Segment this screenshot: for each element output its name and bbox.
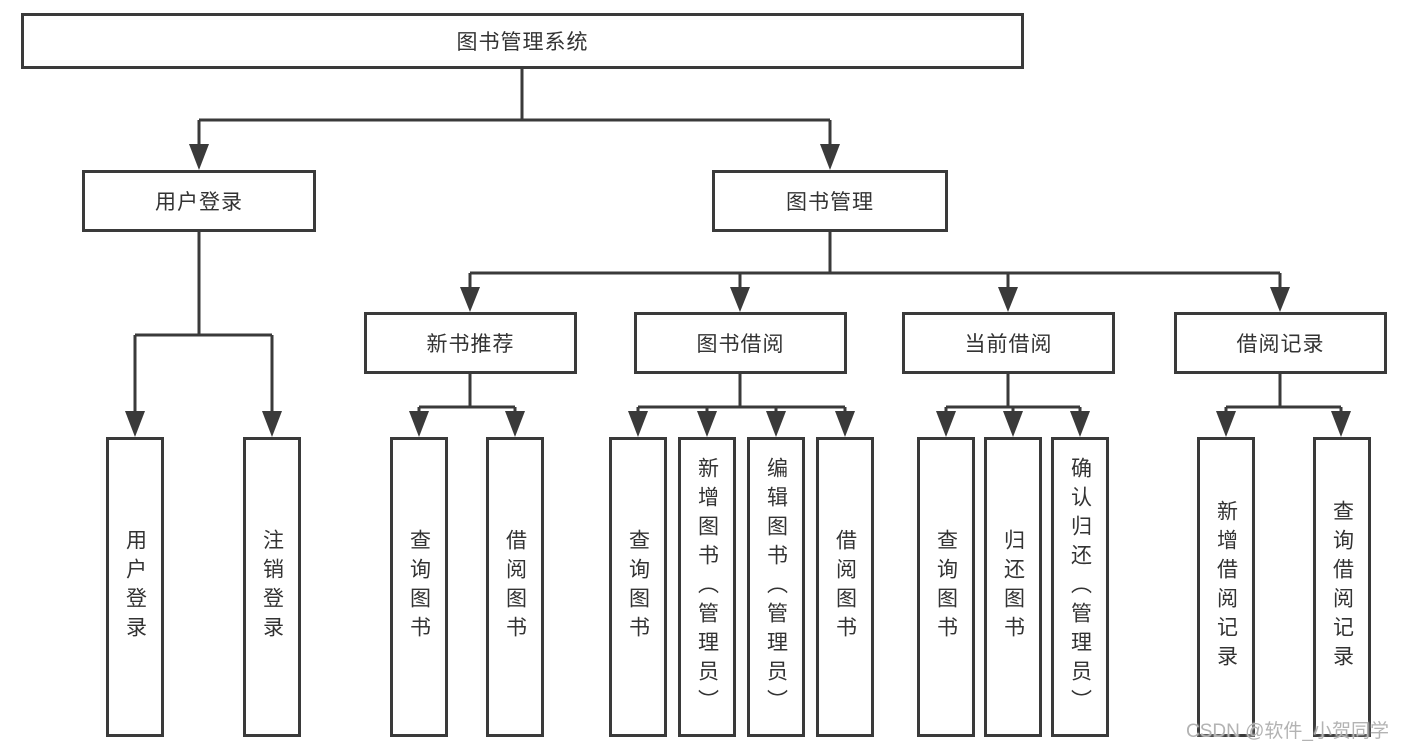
leaf-add-book-admin: 新增图书（管理员） bbox=[678, 437, 736, 737]
leaf-add-borrow-record-label: 新增借阅记录 bbox=[1214, 500, 1238, 674]
node-user-login: 用户登录 bbox=[82, 170, 316, 232]
node-new-book-recommend: 新书推荐 bbox=[364, 312, 577, 374]
leaf-logout-label: 注销登录 bbox=[260, 529, 284, 645]
leaf-add-book-admin-label: 新增图书（管理员） bbox=[695, 456, 719, 718]
connector-root-to-branches bbox=[189, 69, 840, 170]
leaf-confirm-return-admin-label: 确认归还（管理员） bbox=[1068, 456, 1092, 718]
leaf-borrow-query-books-label: 查询图书 bbox=[626, 529, 650, 645]
node-book-borrow-label: 图书借阅 bbox=[696, 333, 785, 356]
node-book-management: 图书管理 bbox=[712, 170, 948, 232]
leaf-logout: 注销登录 bbox=[243, 437, 301, 737]
node-root: 图书管理系统 bbox=[21, 13, 1024, 69]
node-user-login-label: 用户登录 bbox=[155, 191, 243, 214]
leaf-recommend-query-books-label: 查询图书 bbox=[407, 529, 431, 645]
leaf-current-query-books: 查询图书 bbox=[917, 437, 975, 737]
leaf-recommend-borrow-books-label: 借阅图书 bbox=[503, 529, 527, 645]
leaf-current-query-books-label: 查询图书 bbox=[934, 529, 958, 645]
node-root-label: 图书管理系统 bbox=[456, 31, 589, 54]
node-book-borrow: 图书借阅 bbox=[634, 312, 847, 374]
node-borrow-records-label: 借阅记录 bbox=[1236, 333, 1325, 356]
connector-book-borrow-to-leaves bbox=[628, 374, 855, 437]
csdn-watermark: CSDN @软件_小贺同学 bbox=[1186, 721, 1389, 742]
node-current-borrow-label: 当前借阅 bbox=[964, 333, 1053, 356]
node-borrow-records: 借阅记录 bbox=[1174, 312, 1387, 374]
leaf-confirm-return-admin: 确认归还（管理员） bbox=[1051, 437, 1109, 737]
connector-user-login-to-leaves bbox=[125, 232, 282, 437]
node-new-book-recommend-label: 新书推荐 bbox=[426, 333, 515, 356]
leaf-query-borrow-record: 查询借阅记录 bbox=[1313, 437, 1371, 737]
leaf-edit-book-admin-label: 编辑图书（管理员） bbox=[764, 456, 788, 718]
connector-borrow-records-to-leaves bbox=[1216, 374, 1351, 437]
leaf-borrow-query-books: 查询图书 bbox=[609, 437, 667, 737]
leaf-query-borrow-record-label: 查询借阅记录 bbox=[1330, 500, 1354, 674]
leaf-user-login: 用户登录 bbox=[106, 437, 164, 737]
leaf-recommend-borrow-books: 借阅图书 bbox=[486, 437, 544, 737]
leaf-recommend-query-books: 查询图书 bbox=[390, 437, 448, 737]
leaf-borrow-books-label: 借阅图书 bbox=[833, 529, 857, 645]
connector-current-borrow-to-leaves bbox=[936, 374, 1090, 437]
connector-new-book-to-leaves bbox=[409, 374, 525, 437]
leaf-borrow-books: 借阅图书 bbox=[816, 437, 874, 737]
node-book-management-label: 图书管理 bbox=[786, 191, 874, 214]
node-current-borrow: 当前借阅 bbox=[902, 312, 1115, 374]
leaf-user-login-label: 用户登录 bbox=[123, 529, 147, 645]
leaf-edit-book-admin: 编辑图书（管理员） bbox=[747, 437, 805, 737]
leaf-add-borrow-record: 新增借阅记录 bbox=[1197, 437, 1255, 737]
connector-book-management-to-sections bbox=[460, 232, 1290, 312]
leaf-return-books: 归还图书 bbox=[984, 437, 1042, 737]
leaf-return-books-label: 归还图书 bbox=[1001, 529, 1025, 645]
